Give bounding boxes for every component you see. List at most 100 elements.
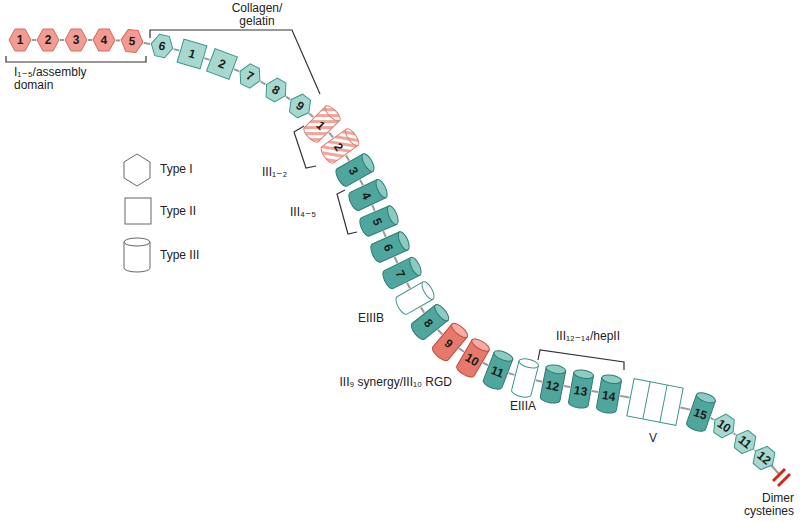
type-iii-module: 8 [419, 302, 441, 342]
module-shape: 9 [283, 89, 317, 123]
module-number: 12 [538, 362, 567, 405]
type-iii-module: 6 [379, 227, 401, 267]
hexagon-shape [65, 29, 87, 51]
backbone-linker [509, 373, 515, 375]
hexagon-shape [37, 29, 59, 51]
type-iii-module: 4 [357, 175, 379, 215]
backbone-linker [116, 39, 120, 41]
module-shape: 1 [8, 28, 32, 52]
cylinder-cap [360, 152, 377, 173]
cylinder-cap [420, 280, 437, 301]
cylinder-cap [124, 238, 150, 246]
type-i-module: 9 [288, 94, 312, 118]
cylinder-cap [493, 349, 515, 364]
backbone-linker [407, 283, 410, 288]
module-shape: 14 [595, 372, 624, 415]
hexagon-shape [9, 29, 31, 51]
region-label: Dimer cysteines [716, 492, 794, 518]
cylinder-cap [407, 256, 423, 277]
module-shape: 3 [64, 28, 88, 52]
backbone-linker [395, 257, 398, 263]
backbone-linker [536, 380, 542, 381]
legend-symbol [120, 236, 154, 276]
backbone-linker [60, 39, 64, 41]
backbone-linker [88, 39, 92, 41]
module-number: 2 [36, 28, 60, 52]
region-label: EIIIB [358, 312, 384, 325]
type-i-module: 10 [712, 414, 736, 438]
backbone-linker [564, 386, 570, 387]
cylinder-cap [396, 230, 411, 252]
region-label: EIIIA [510, 400, 536, 413]
backbone-linker [734, 433, 736, 434]
module-shape: 15 [684, 389, 718, 434]
variable-region: V [629, 382, 681, 422]
module-number: 15 [684, 389, 718, 434]
type-i-module: 1 [8, 28, 32, 52]
legend-symbol [120, 150, 154, 190]
legend-row: Type III [120, 236, 230, 276]
type-i-module: 5 [120, 29, 144, 53]
module-shape: 8 [260, 74, 293, 107]
assembly-bracket [6, 56, 146, 62]
hexagon-shape [124, 154, 150, 186]
backbone-linker [32, 39, 36, 41]
region-label: I₁₋₅/assembly domain [14, 66, 114, 92]
type-iii-module: EIIIA [514, 358, 536, 398]
type-ii-module: 1 [179, 41, 205, 67]
backbone-linker [383, 231, 385, 237]
module-number: 8 [260, 74, 293, 107]
backbone-linker [346, 155, 349, 160]
backbone-linker [234, 69, 239, 71]
cylinder-cap [545, 363, 566, 375]
box-shape [627, 379, 683, 426]
module-shape: 7 [234, 60, 266, 92]
module-shape: 12 [538, 362, 567, 405]
dimer-cysteine-bar [778, 474, 790, 486]
module-shape: 6 [148, 32, 177, 61]
type-iii-module: 11 [487, 350, 509, 390]
module-shape: 2 [36, 28, 60, 52]
backbone-linker [711, 418, 714, 420]
backbone-linker [620, 396, 630, 398]
backbone-linker [204, 58, 209, 60]
type-iii-module: 13 [570, 369, 592, 409]
module-shape [626, 377, 685, 426]
cylinder-cap [695, 391, 717, 405]
backbone-linker [144, 43, 150, 44]
module-shape: 4 [92, 28, 116, 52]
backbone-linker [483, 363, 488, 365]
module-number: 13 [567, 367, 596, 410]
backbone-linker [438, 330, 442, 334]
cylinder-cap [385, 204, 400, 226]
type-i-module: 4 [92, 28, 116, 52]
backbone-linker [421, 307, 424, 312]
type-i-module: 8 [264, 78, 288, 102]
type-iii-module: 5 [368, 201, 390, 241]
module-number: 9 [283, 89, 317, 123]
square-shape [125, 198, 151, 224]
backbone-linker [360, 180, 363, 185]
module-number: 1 [8, 28, 32, 52]
type-i-module: 6 [150, 34, 174, 58]
box-divider [643, 382, 650, 419]
module-number: 7 [234, 60, 266, 92]
type-i-module: 7 [238, 64, 262, 88]
backbone-linker [372, 205, 374, 211]
legend-text: Type II [160, 205, 196, 218]
box-divider [660, 385, 667, 422]
type-i-module: 11 [733, 430, 757, 454]
backbone-linker [329, 133, 333, 138]
legend-text: Type I [160, 163, 193, 176]
collagen-bracket [150, 30, 320, 94]
type-iii-module: 3 [344, 150, 366, 190]
module-number: 5 [119, 28, 145, 54]
module-number: 4 [92, 28, 116, 52]
type-i-module: 3 [64, 28, 88, 52]
module-shape: 5 [119, 28, 145, 54]
backbone-linker [261, 82, 266, 85]
type-ii-module: 2 [209, 51, 235, 77]
